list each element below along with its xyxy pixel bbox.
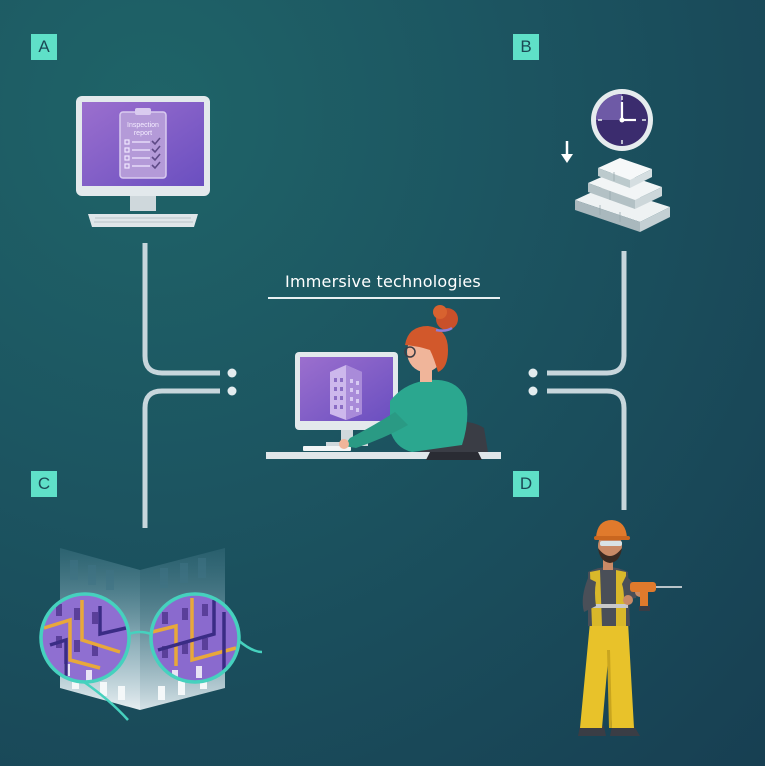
svg-text:report: report <box>134 130 152 137</box>
bricks-icon <box>575 158 670 232</box>
inspection-report-icon: Inspection report <box>119 108 167 179</box>
title-underline <box>268 297 500 299</box>
connector-d <box>547 388 627 510</box>
connector-lines <box>142 243 627 528</box>
panel-label-b: B <box>513 34 539 60</box>
connector-b <box>547 251 627 376</box>
center-title: Immersive technologies <box>285 272 481 291</box>
connector-a <box>142 243 220 376</box>
down-arrow-icon <box>561 141 573 163</box>
connector-dots <box>227 368 538 396</box>
panel-label-d: D <box>513 471 539 497</box>
svg-text:Inspection: Inspection <box>127 122 159 129</box>
magnifier-lens-icon <box>39 592 263 721</box>
person-at-desk-icon <box>266 305 501 460</box>
worker-with-drill-icon <box>578 520 682 736</box>
clock-icon <box>591 89 653 151</box>
connector-c <box>142 388 220 528</box>
building-icon <box>330 365 362 420</box>
panel-label-a: A <box>31 34 57 60</box>
panel-label-c: C <box>31 471 57 497</box>
